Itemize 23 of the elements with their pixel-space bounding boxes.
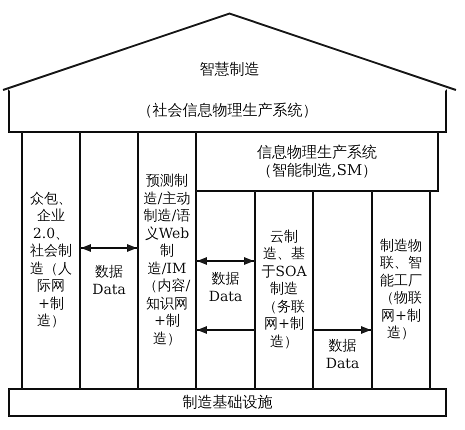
arrow (314, 326, 371, 334)
edge-label: 数据 Data (208, 271, 244, 306)
edge-label: 数据 Data (324, 338, 360, 373)
pillar-label: 制造物联、智能工厂（物联网+制造） (379, 238, 423, 342)
beam-label: （社会信息物理生产系统） (138, 102, 318, 120)
system-band (195, 131, 439, 192)
pillar (254, 190, 314, 390)
roof-title: 智慧制造 (200, 60, 260, 78)
beam-band (8, 89, 447, 133)
foundation-label: 制造基础设施 (182, 394, 272, 412)
pillar (21, 131, 81, 390)
pillar (371, 190, 431, 390)
band-title: 信息物理生产系统 (257, 144, 377, 162)
band-subtitle: （智能制造,SM） (256, 162, 378, 179)
foundation-band (8, 388, 447, 417)
double-arrow (197, 257, 254, 265)
pillar-label: 云制造、基于SOA制造（务联网+制造） (260, 228, 308, 352)
edge-label: 数据 Data (91, 264, 127, 299)
double-arrow (81, 244, 137, 252)
pillar-label: 预测制造/主动制造/语义Web制造/IM（内容/知识网+制造） (142, 173, 192, 348)
pillar (137, 131, 197, 390)
pillar-label: 众包、企业2.0、社会制造（人际网+制造） (29, 190, 73, 330)
arrow (197, 326, 254, 334)
